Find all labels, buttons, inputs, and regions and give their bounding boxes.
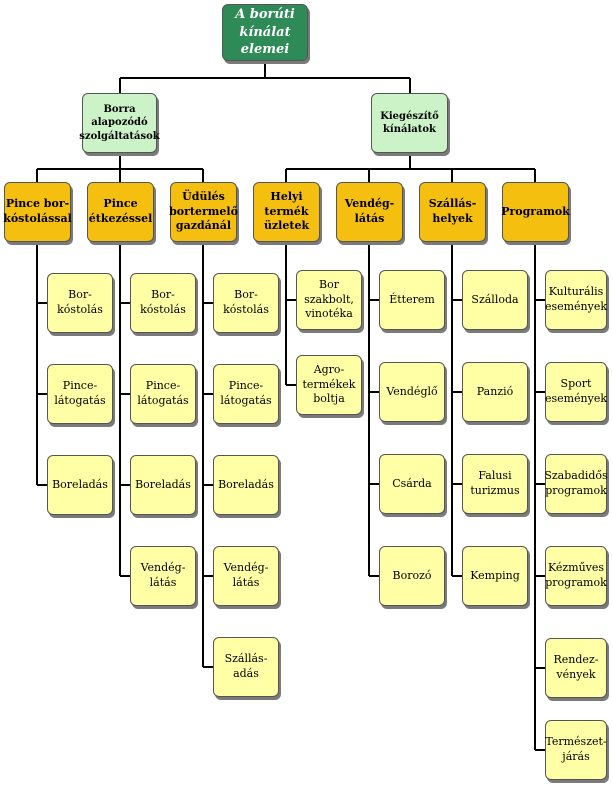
group-node-wine-services: Borra alapozódó szolgáltatások [79, 93, 160, 153]
leaf-node: Szálloda [462, 270, 528, 330]
leaf-node: Bor- kóstolás [47, 273, 113, 333]
category-node-hospitality: Vendég- látás [336, 182, 403, 242]
leaf-node: Boreladás [213, 455, 279, 515]
leaf-node: Bor- kóstolás [130, 273, 196, 333]
leaf-node: Vendéglő [379, 362, 445, 422]
leaf-node: Falusi turizmus [462, 454, 528, 514]
group-node-complementary-offers: Kiegészítő kínálatok [371, 93, 448, 153]
leaf-node: Csárda [379, 454, 445, 514]
leaf-node: Vendég- látás [130, 546, 196, 606]
leaf-node: Rendez- vények [545, 638, 607, 698]
leaf-node: Borozó [379, 546, 445, 606]
category-node-cellar-tasting: Pince bor- kóstolással [3, 182, 72, 242]
leaf-node: Étterem [379, 270, 445, 330]
leaf-node: Sport események [545, 362, 607, 422]
leaf-node: Pince- látogatás [47, 364, 113, 424]
leaf-node: Kézműves programok [545, 546, 607, 606]
leaf-node: Kemping [462, 546, 528, 606]
root-node: A borúti kínálat elemei [222, 4, 308, 61]
category-node-cellar-dining: Pince étkezéssel [87, 182, 154, 242]
leaf-node: Vendég- látás [213, 546, 279, 606]
leaf-node: Pince- látogatás [213, 364, 279, 424]
leaf-node: Bor- kóstolás [213, 273, 279, 333]
leaf-node: Szabadidős programok [544, 454, 608, 514]
category-node-programs: Programok [501, 182, 570, 242]
leaf-node: Panzió [462, 362, 528, 422]
category-node-accommodation: Szállás- helyek [419, 182, 486, 242]
leaf-node: Kulturális események [545, 270, 607, 330]
category-node-local-shops: Helyi termék üzletek [253, 182, 320, 242]
leaf-node: Természet- járás [545, 720, 607, 780]
leaf-node: Boreladás [130, 455, 196, 515]
leaf-node: Boreladás [47, 455, 113, 515]
category-node-winery-holiday: Üdülés bortermelő gazdánál [169, 182, 238, 242]
leaf-node: Szállás- adás [213, 637, 279, 697]
leaf-node: Agro- termékek boltja [296, 355, 362, 415]
leaf-node: Pince- látogatás [130, 364, 196, 424]
leaf-node: Bor szakbolt, vinotéka [296, 270, 362, 330]
